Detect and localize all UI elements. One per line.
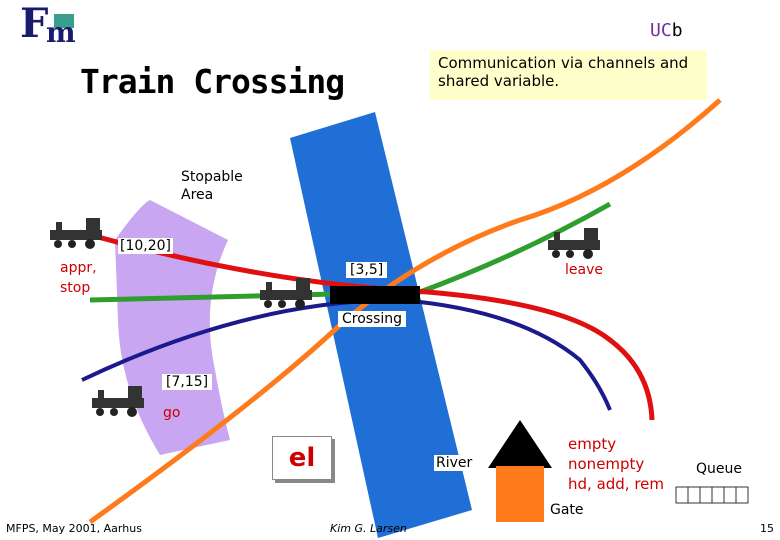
track-red — [79, 229, 655, 421]
fm-logo: F m — [20, 0, 76, 50]
go-label: go — [163, 405, 181, 421]
stopable-area-label: Stopable Area — [181, 169, 243, 203]
appr-stop-label: appr, stop — [60, 260, 97, 296]
leave-label: leave — [565, 262, 603, 278]
crossing-bar — [330, 286, 420, 304]
ucb-uc: UC — [650, 20, 672, 41]
slide-title: Train Crossing — [80, 62, 345, 101]
crossing-label: Crossing — [338, 311, 407, 327]
logo-letter-f: F — [20, 0, 49, 47]
footer-author: Kim G. Larsen — [330, 522, 407, 535]
interval-7-15-label: [7,15] — [162, 374, 213, 390]
interval-10-20-label: [10,20] — [118, 238, 174, 254]
queue-boxes — [675, 486, 749, 504]
queue-states-label: empty nonempty hd, add, rem — [568, 435, 665, 493]
train-icon — [260, 278, 312, 309]
el-box: el — [272, 436, 332, 480]
ucb-logo: UCb — [650, 20, 683, 41]
river-label: River — [434, 455, 475, 471]
logo-letter-m: m — [46, 16, 76, 49]
gate-label: Gate — [550, 502, 584, 518]
train-icon — [50, 218, 102, 249]
track-orange — [88, 98, 722, 525]
note-box: Communication via channels and shared va… — [430, 50, 707, 100]
track-green — [89, 201, 612, 303]
page-number: 15 — [760, 522, 774, 535]
track-navy — [81, 297, 612, 411]
gate-house-icon — [488, 420, 552, 522]
interval-3-5-label: [3,5] — [346, 262, 388, 278]
train-icon — [548, 228, 600, 259]
train-icon — [92, 386, 144, 417]
footer-left: MFPS, May 2001, Aarhus — [6, 522, 142, 535]
logo-square — [54, 14, 74, 28]
ucb-b: b — [671, 20, 683, 41]
queue-label: Queue — [696, 461, 742, 477]
